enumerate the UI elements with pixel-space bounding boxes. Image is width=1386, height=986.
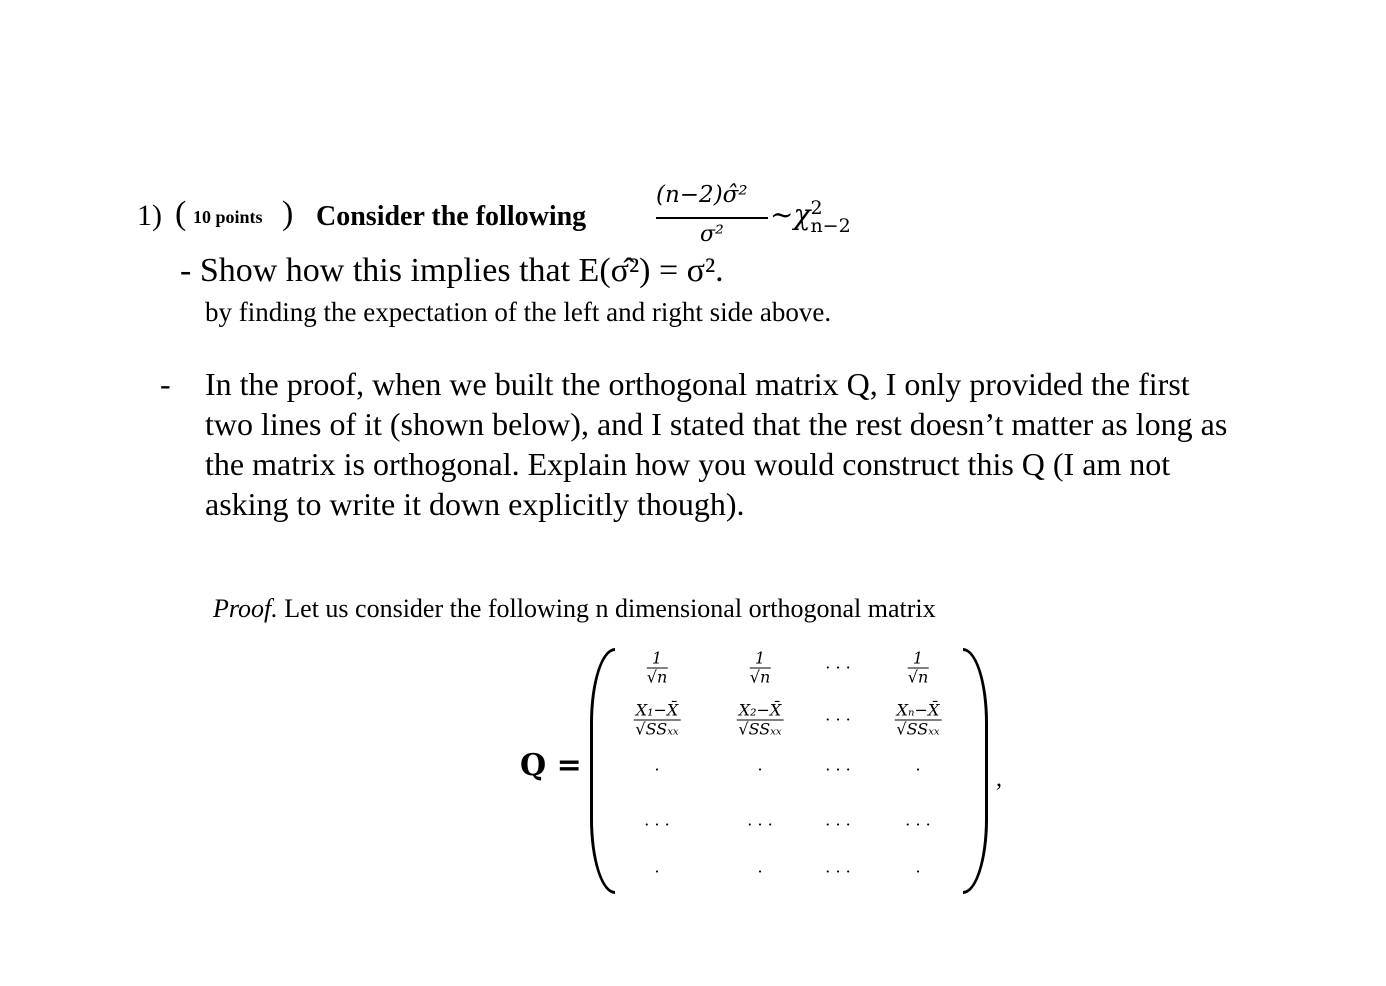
part2-bullet: - <box>160 366 171 402</box>
chi-sup: 2 <box>810 196 823 219</box>
formula-denominator: σ² <box>700 222 724 247</box>
cell-text: · · · <box>825 658 851 677</box>
points-label: 10 points <box>193 207 263 227</box>
cell-text: · · · <box>825 710 851 729</box>
part1-text: - Show how this implies that E(σ̂²) = σ²… <box>180 252 724 289</box>
cell-text: · <box>915 862 921 881</box>
cell-denominator: √n <box>907 667 929 687</box>
cell-text: · <box>757 760 763 779</box>
matrix-cell: · <box>915 863 920 881</box>
cell-text: · <box>915 760 921 779</box>
matrix-cell: · · · <box>747 816 772 834</box>
cell-numerator: Xₙ−X̄ <box>894 700 942 721</box>
fraction-bar <box>656 217 768 219</box>
left-bracket <box>590 648 615 894</box>
matrix-cell: · <box>757 863 762 881</box>
matrix-cell: · · · <box>825 816 850 834</box>
cell-denominator: √SSₓₓ <box>896 719 940 739</box>
part2-text: In the proof, when we built the orthogon… <box>205 366 1228 522</box>
matrix-cell: · · · <box>644 816 669 834</box>
matrix-cell: 1√n <box>646 649 668 687</box>
matrix-cell: 1√n <box>907 649 929 687</box>
matrix-cell: · <box>915 761 920 779</box>
right-bracket <box>963 648 988 894</box>
chi-symbol: ~χ <box>770 198 811 231</box>
matrix-cell: · · · <box>825 659 850 677</box>
proof-line: Proof. Let us consider the following n d… <box>213 594 936 624</box>
trailing-comma: , <box>996 766 1002 792</box>
chi-sub: n−2 <box>810 214 851 237</box>
matrix-cell: · <box>654 863 659 881</box>
cell-text: · <box>757 862 763 881</box>
cell-numerator: 1 <box>646 649 668 669</box>
matrix-cell: · <box>757 761 762 779</box>
matrix-cell: 1√n <box>749 649 771 687</box>
matrix-cell: · <box>654 761 659 779</box>
open-paren: ( <box>175 195 187 232</box>
matrix-cell: X₁−X̄√SSₓₓ <box>633 700 681 739</box>
cell-numerator: 1 <box>749 649 771 669</box>
formula-numerator: (n−2)σ̂² <box>656 182 748 208</box>
part1-hint: by finding the expectation of the left a… <box>205 297 832 327</box>
cell-denominator: √n <box>749 667 771 687</box>
cell-denominator: √SSₓₓ <box>738 719 782 739</box>
cell-text: · · · <box>825 815 851 834</box>
cell-text: · · · <box>747 815 773 834</box>
cell-text: · <box>654 760 660 779</box>
question-number: 1) <box>137 199 162 232</box>
matrix-cell: · · · <box>825 863 850 881</box>
matrix-cell: · · · <box>905 816 930 834</box>
matrix-cell: · · · <box>825 761 850 779</box>
cell-text: · · · <box>905 815 931 834</box>
cell-numerator: X₂−X̄ <box>736 700 784 721</box>
cell-denominator: √n <box>646 667 668 687</box>
matrix-lhs: Q = <box>520 748 582 783</box>
cell-text: · · · <box>825 760 851 779</box>
matrix-cell: · · · <box>825 711 850 729</box>
cell-numerator: X₁−X̄ <box>633 700 681 721</box>
proof-text: Let us consider the following n dimensio… <box>284 594 936 623</box>
cell-numerator: 1 <box>907 649 929 669</box>
cell-denominator: √SSₓₓ <box>635 719 679 739</box>
matrix-cell: Xₙ−X̄√SSₓₓ <box>894 700 942 739</box>
proof-label: Proof. <box>213 594 278 623</box>
cell-text: · <box>654 862 660 881</box>
question-lead: Consider the following <box>316 201 587 232</box>
cell-text: · · · <box>644 815 670 834</box>
close-paren: ) <box>282 195 294 232</box>
cell-text: · · · <box>825 862 851 881</box>
matrix-cell: X₂−X̄√SSₓₓ <box>736 700 784 739</box>
